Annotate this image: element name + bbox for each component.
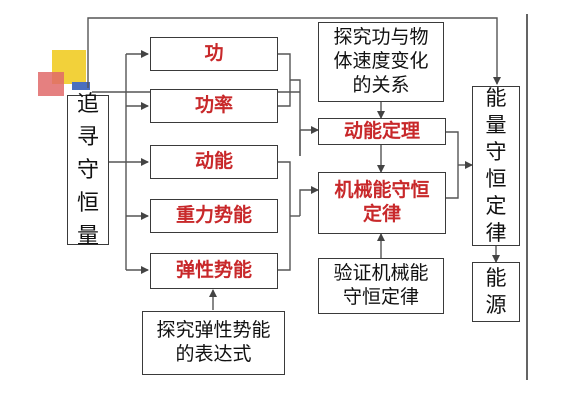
- kinetic-energy-box: 动能: [150, 145, 278, 179]
- gravitational-potential-box: 重力势能: [150, 199, 278, 233]
- verify-conservation-box: 验证机械能 守恒定律: [318, 258, 444, 314]
- mechanical-energy-conservation-box: 机械能守恒 定律: [318, 172, 446, 234]
- decorative-blue-bar: [72, 82, 90, 90]
- work-velocity-exploration-box: 探究功与物 体速度变化 的关系: [318, 22, 444, 102]
- energy-conservation-law-box: 能 量 守 恒 定 律: [472, 86, 520, 246]
- elastic-potential-box: 弹性势能: [150, 253, 278, 289]
- decorative-red-square: [38, 72, 64, 96]
- kinetic-energy-theorem-box: 动能定理: [318, 118, 446, 145]
- pursue-conserved-quantity-box: 追 寻 守 恒 量: [67, 92, 109, 249]
- work-box: 功: [150, 37, 278, 71]
- power-box: 功率: [150, 89, 278, 123]
- elastic-potential-exploration-box: 探究弹性势能 的表达式: [142, 311, 285, 375]
- energy-source-box: 能 源: [472, 262, 520, 322]
